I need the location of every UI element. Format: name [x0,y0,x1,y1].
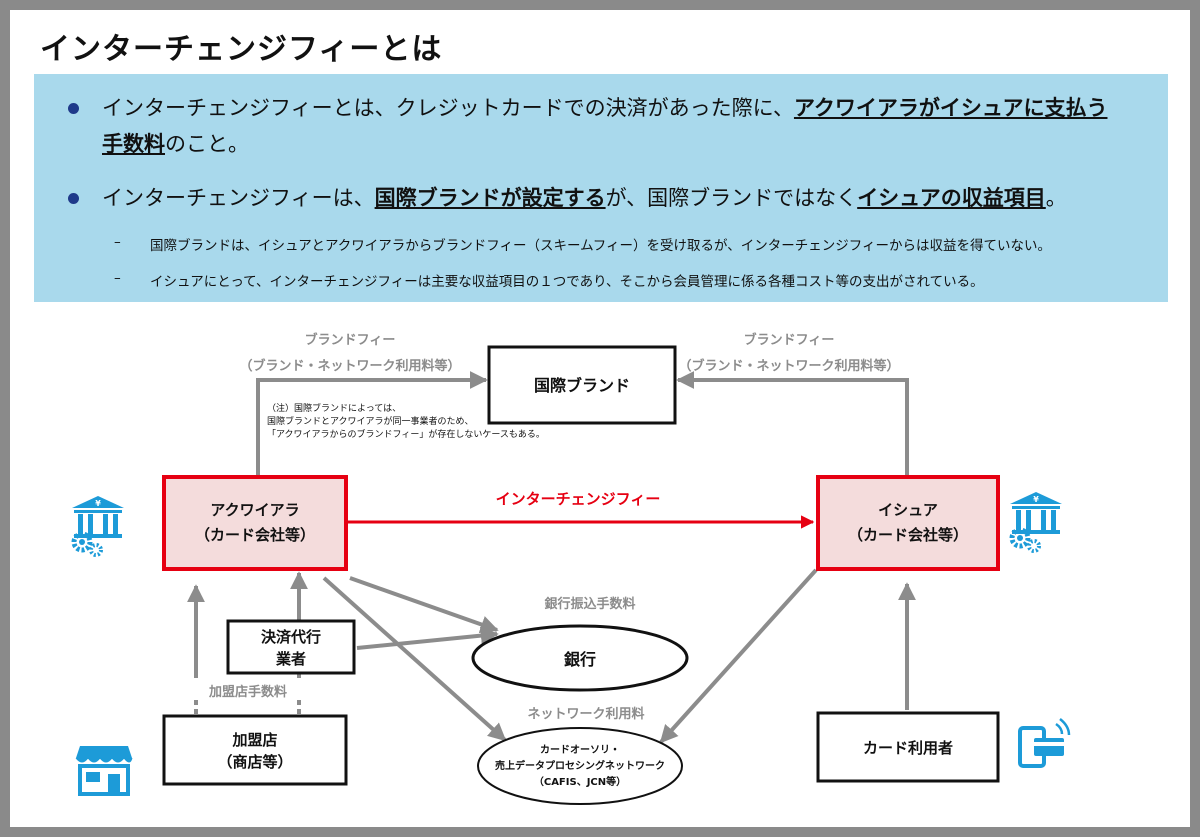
bullet-1-pre: インターチェンジフィーとは、クレジットカードでの決済があった際に、 [102,96,794,120]
brand-fee-left-sublabel: （ブランド・ネットワーク利用料等） [239,358,460,374]
yen-symbol: ¥ [95,499,101,508]
brand-box [487,345,677,425]
note-line-3: 「アクワイアラからのブランドフィー」が存在しないケースもある。 [267,428,545,440]
network-label-1: カードオーソリ・ [540,744,620,756]
processor-sublabel: 業者 [275,650,306,668]
cardholder-box [816,711,1000,783]
network-fee-label: ネットワーク利用料 [527,706,644,722]
bullet-2-post: 。 [1045,186,1067,210]
bullet-1-emphasis-2: 手数料 [102,132,165,156]
bullet-2-mid: が、国際ブランドではなく [605,186,858,210]
issuer-to-network-arrow [659,568,818,744]
processor-to-bank-arrow [356,626,499,650]
network-label-2: 売上データプロセシングネットワーク [495,759,665,772]
page-title: インターチェンジフィーとは [40,32,443,67]
acquirer-box [162,475,348,571]
slide: インターチェンジフィーとは インターチェンジフィーとは、クレジットカードでの決済… [10,10,1190,827]
acquirer-sublabel: （カード会社等） [195,526,315,544]
acquirer-label: アクワイアラ [210,501,299,519]
interchange-fee-label: インターチェンジフィー [496,490,661,508]
bullet-dot [68,193,79,204]
merchant-fee-label: 加盟店手数料 [208,684,287,700]
bullet-1-emphasis: アクワイアラがイシュアに支払う [793,96,1108,120]
flow-diagram: インターチェンジフィー ブランドフィー （ブランド・ネットワーク利用料等） ブラ… [71,332,1071,805]
note-line-2: 国際ブランドとアクワイアラが同一事業者のため、 [267,415,474,427]
sub-bullet-dash: – [114,234,121,250]
brand-fee-right-sublabel: （ブランド・ネットワーク利用料等） [678,358,899,374]
cardholder-label: カード利用者 [863,739,953,757]
network-label-3: （CAFIS、JCN等） [534,775,626,788]
merchant-sublabel: （商店等） [217,753,292,771]
bank-fee-label: 銀行振込手数料 [544,596,635,612]
brand-fee-left-label: ブランドフィー [305,332,396,348]
brand-box-label: 国際ブランド [534,376,630,395]
yen-symbol: ¥ [1033,495,1039,504]
processor-box [226,619,356,675]
issuer-box [816,475,1000,571]
bullet-1-post: のこと。 [165,132,249,156]
bank-label: 銀行 [564,650,596,669]
issuer-sublabel: （カード会社等） [848,526,968,544]
merchant-box [162,714,348,786]
bullet-1-text: インターチェンジフィーとは、クレジットカードでの決済があった際に、アクワイアラが… [102,90,1152,162]
sub-bullet-2-text: イシュアにとって、インターチェンジフィーは主要な収益項目の１つであり、そこから会… [150,274,984,290]
bank-gear-icon: ¥ [71,496,124,557]
acquirer-to-brand-arrow [256,371,488,476]
note-line-1: （注）国際ブランドによっては、 [267,402,401,414]
phone-payment-icon [1018,718,1071,768]
bullet-2-emphasis-2: イシュアの収益項目 [857,186,1046,210]
bullet-dot [68,103,79,114]
bullet-2-emphasis: 国際ブランドが設定する [374,186,606,210]
sub-bullet-dash: – [114,270,121,286]
merchant-label: 加盟店 [231,731,277,749]
network-ellipse [477,727,683,805]
bank-ellipse [471,624,689,692]
issuer-to-brand-arrow [676,371,909,476]
store-icon [75,746,133,796]
issuer-label: イシュア [878,501,938,519]
bank-gear-icon: ¥ [1009,492,1062,553]
bullet-2-text: インターチェンジフィーは、国際ブランドが設定するが、国際ブランドではなくイシュア… [102,180,1152,216]
bullet-2-pre: インターチェンジフィーは、 [102,186,375,210]
summary-panel: インターチェンジフィーとは、クレジットカードでの決済があった際に、アクワイアラが… [34,74,1168,302]
processor-label: 決済代行 [261,628,321,646]
acquirer-to-network-arrow [322,576,507,742]
brand-fee-right-label: ブランドフィー [744,332,835,348]
sub-bullet-1-text: 国際ブランドは、イシュアとアクワイアラからブランドフィー（スキームフィー）を受け… [150,238,1051,254]
acquirer-to-bank-arrow [349,576,499,634]
